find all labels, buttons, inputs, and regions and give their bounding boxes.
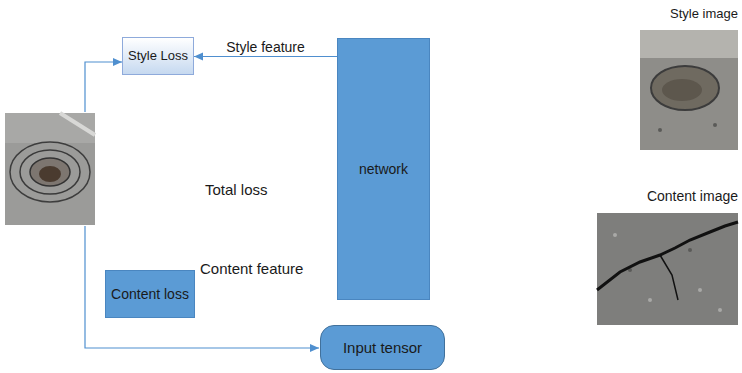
text-label: Content image	[647, 188, 738, 204]
pothole-photo	[5, 113, 95, 225]
text-label: Style image	[670, 6, 738, 21]
input-box: Input tensor	[320, 325, 445, 370]
text-label: Content feature	[200, 260, 303, 277]
node-text: network	[359, 161, 408, 178]
node-text: Style Loss	[128, 48, 188, 64]
leader-line	[85, 62, 122, 112]
node-text: Input tensor	[343, 339, 422, 357]
text-label: Total loss	[205, 181, 268, 198]
feature-arrow	[194, 56, 337, 57]
edge-label: Style feature	[224, 39, 307, 55]
loss-box: Content loss	[105, 270, 195, 318]
content-image-photo	[597, 213, 738, 325]
leader-line	[85, 226, 319, 348]
network-block: network	[337, 38, 430, 300]
style-image-photo	[640, 30, 738, 150]
node-text: Content loss	[111, 286, 189, 303]
loss-box: Style Loss	[122, 37, 194, 75]
